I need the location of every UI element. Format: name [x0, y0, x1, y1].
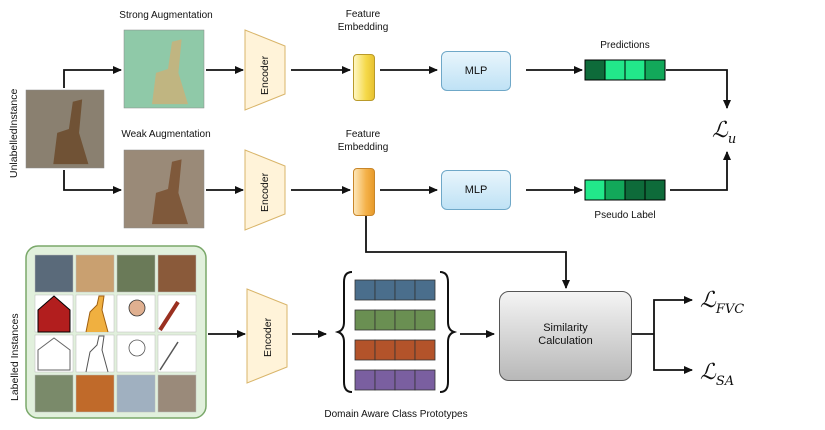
loss-lfvc: ℒFVC — [700, 288, 744, 317]
guitar-sketch — [159, 341, 179, 371]
encoder-bottom — [246, 288, 288, 384]
arrow-predictions-to-lu — [666, 69, 731, 109]
pseudo-label-cell-3 — [644, 179, 666, 201]
prototype-brace-right — [439, 271, 458, 393]
labelled-tile-r0-c3 — [157, 254, 197, 293]
labelled-tile-r3-c3 — [157, 374, 197, 413]
pseudo-label-cell-0 — [584, 179, 606, 201]
feature-embedding-bottom — [353, 168, 375, 216]
loss-lfvc-subscript: FVC — [715, 302, 745, 317]
unlabelled-instance-label: UnlabelledInstance — [8, 88, 20, 178]
encoder-middle — [244, 149, 286, 231]
encoder-top — [244, 29, 286, 111]
predictions-cell-2 — [624, 59, 646, 81]
predictions-cell-3 — [644, 59, 666, 81]
arrow-to-lsa — [653, 334, 693, 374]
mlp-bottom-label: MLP — [464, 184, 488, 196]
mlp-bottom: MLP — [441, 170, 511, 210]
prototype-row1-cell0 — [354, 309, 376, 331]
labelled-tile-r3-c0 — [34, 374, 74, 413]
strong-augmentation-label: Strong Augmentation — [119, 10, 213, 21]
similarity-calculation-box: Similarity Calculation — [499, 291, 632, 381]
labelled-instances-label: Labelled Instances — [9, 313, 21, 401]
loss-lsa-symbol: ℒ — [700, 360, 716, 385]
arrow-emb-to-similarity — [365, 216, 570, 289]
prototype-row1-cell2 — [394, 309, 416, 331]
prototype-row0-cell1 — [374, 279, 396, 301]
prototype-row2-cell1 — [374, 339, 396, 361]
prototype-row1-cell3 — [414, 309, 436, 331]
feature-embedding-label-top: Feature Embedding — [337, 9, 389, 33]
arrow-to-weak — [63, 170, 122, 194]
predictions-cell-0 — [584, 59, 606, 81]
prototype-row1-cell1 — [374, 309, 396, 331]
pseudo-label-cell-2 — [624, 179, 646, 201]
feature-embedding-top — [353, 54, 375, 101]
labelled-tile-r0-c0 — [34, 254, 74, 293]
person-sketch — [128, 339, 146, 357]
predictions-label: Predictions — [600, 40, 650, 51]
mlp-top-label: MLP — [464, 65, 488, 77]
labelled-tile-r0-c2 — [116, 254, 156, 293]
prototypes-label: Domain Aware Class Prototypes — [324, 409, 468, 420]
arrow-to-strong — [63, 66, 122, 88]
weak-augmentation-label: Weak Augmentation — [121, 129, 211, 140]
encoder-label-bottom: Encoder — [262, 317, 274, 357]
labelled-tile-r2-c3 — [157, 334, 197, 373]
prototype-row2-cell2 — [394, 339, 416, 361]
encoder-label-top: Encoder — [259, 55, 271, 95]
prototype-brace-left — [334, 271, 353, 393]
pseudo-label-cell-1 — [604, 179, 626, 201]
encoder-label-middle: Encoder — [259, 172, 271, 212]
weak-augmentation-image-subject — [152, 159, 188, 225]
prototype-row3-cell2 — [394, 369, 416, 391]
loss-lsa: ℒSA — [700, 360, 734, 389]
prototype-row3-cell0 — [354, 369, 376, 391]
arrow-to-lfvc — [653, 296, 693, 334]
prototype-row2-cell3 — [414, 339, 436, 361]
house-sketch — [37, 337, 71, 371]
loss-lu-symbol: ℒ — [712, 118, 728, 143]
prototype-row0-cell0 — [354, 279, 376, 301]
labelled-tile-r0-c1 — [75, 254, 115, 293]
giraffe-clipart — [85, 295, 109, 333]
predictions-cell-1 — [604, 59, 626, 81]
loss-lfvc-symbol: ℒ — [700, 288, 716, 313]
unlabelled-instance-image-subject — [53, 99, 89, 165]
prototype-row2-cell0 — [354, 339, 376, 361]
loss-lu: ℒu — [712, 118, 736, 147]
labelled-tile-r2-c2 — [116, 334, 156, 373]
labelled-tile-r3-c2 — [116, 374, 156, 413]
mlp-top: MLP — [441, 51, 511, 91]
strong-augmentation-image-subject — [152, 39, 188, 105]
labelled-tile-r2-c1 — [75, 334, 115, 373]
guitar-clipart — [158, 300, 180, 332]
person-clipart — [128, 299, 146, 317]
feature-embedding-label-bottom: Feature Embedding — [337, 129, 389, 153]
prototype-row3-cell3 — [414, 369, 436, 391]
labelled-tile-r3-c1 — [75, 374, 115, 413]
loss-lu-subscript: u — [727, 132, 737, 147]
giraffe-sketch — [85, 335, 109, 373]
prototype-row0-cell2 — [394, 279, 416, 301]
loss-lsa-subscript: SA — [715, 374, 735, 389]
similarity-calculation-label: Similarity Calculation — [538, 322, 593, 347]
labelled-tile-r2-c0 — [34, 334, 74, 373]
prototype-row3-cell1 — [374, 369, 396, 391]
pseudo-label-label: Pseudo Label — [594, 210, 656, 221]
arrow-pseudo-to-lu — [670, 151, 731, 191]
prototype-row0-cell3 — [414, 279, 436, 301]
house-clipart — [37, 295, 71, 333]
